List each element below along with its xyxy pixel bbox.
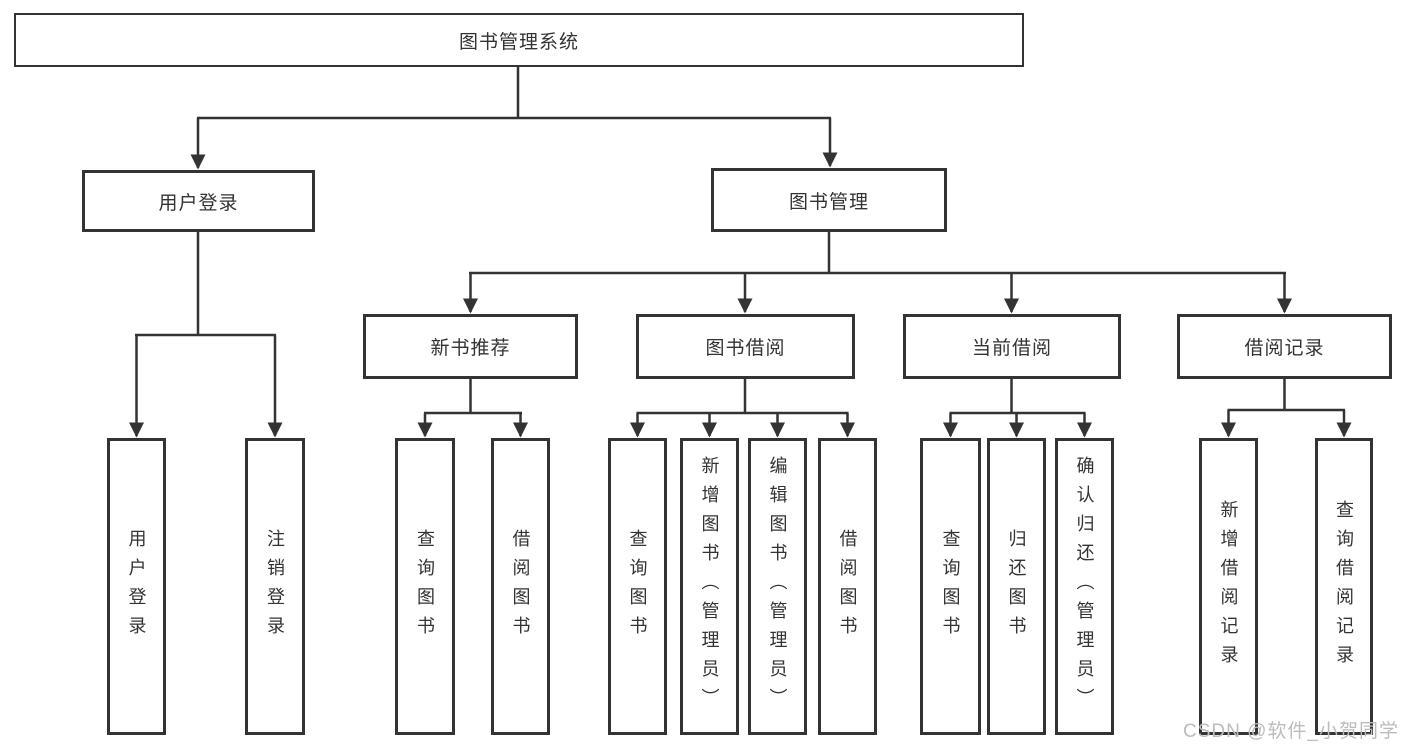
connector-user-login-group	[129, 232, 283, 438]
connector-records-group	[1221, 378, 1352, 438]
node-new-book-recommend-label: 新书推荐	[430, 338, 511, 359]
node-current-borrow-label: 当前借阅	[971, 338, 1052, 359]
connector-new-rec-group	[417, 378, 528, 438]
leaf-borrow-books-recommend: 借阅图书	[491, 438, 550, 735]
leaf-return-book-label: 归还图书	[1006, 528, 1027, 645]
leaf-query-books-recommend-label: 查询图书	[415, 528, 435, 645]
leaf-confirm-return-admin-label: 确认归还（管理员）	[1074, 456, 1095, 717]
node-user-login-label: 用户登录	[158, 192, 239, 214]
leaf-borrow-books-borrow: 借阅图书	[818, 438, 877, 735]
node-book-management: 图书管理	[711, 168, 947, 232]
leaf-borrow-books-borrow-label: 借阅图书	[837, 528, 858, 645]
node-borrow-records-label: 借阅记录	[1244, 338, 1325, 359]
leaf-add-borrow-record: 新增借阅记录	[1199, 438, 1258, 735]
connector-book-mgmt-to-level2	[463, 232, 1292, 314]
leaf-edit-book-admin-label: 编辑图书（管理员）	[767, 456, 788, 717]
leaf-logout-label: 注销登录	[265, 528, 285, 645]
leaf-query-books-current-label: 查询图书	[940, 528, 961, 645]
node-library-system: 图书管理系统	[14, 13, 1024, 67]
leaf-add-borrow-record-label: 新增借阅记录	[1218, 499, 1239, 674]
leaf-query-books-borrow: 查询图书	[608, 438, 667, 735]
leaf-borrow-books-recommend-label: 借阅图书	[510, 528, 531, 645]
node-book-management-label: 图书管理	[788, 191, 869, 213]
leaf-logout: 注销登录	[245, 438, 305, 735]
leaf-add-book-admin-label: 新增图书（管理员）	[699, 456, 720, 717]
leaf-edit-book-admin: 编辑图书（管理员）	[748, 438, 807, 735]
node-user-login: 用户登录	[82, 170, 315, 232]
leaf-return-book: 归还图书	[987, 438, 1046, 735]
csdn-watermark: CSDN @软件_小贺同学	[1183, 721, 1399, 742]
leaf-query-borrow-record-label: 查询借阅记录	[1334, 499, 1354, 674]
connector-current-group	[943, 378, 1092, 438]
node-current-borrow: 当前借阅	[903, 314, 1121, 379]
leaf-confirm-return-admin: 确认归还（管理员）	[1055, 438, 1114, 735]
node-book-borrow: 图书借阅	[636, 314, 855, 379]
connector-root-to-level1	[190, 66, 838, 170]
leaf-query-borrow-record: 查询借阅记录	[1315, 438, 1373, 735]
node-borrow-records: 借阅记录	[1177, 314, 1392, 379]
leaf-query-books-recommend: 查询图书	[395, 438, 455, 735]
node-library-system-label: 图书管理系统	[458, 31, 579, 53]
leaf-add-book-admin: 新增图书（管理员）	[680, 438, 739, 735]
leaf-query-books-current: 查询图书	[920, 438, 981, 735]
leaf-user-login-label: 用户登录	[126, 528, 147, 645]
leaf-query-books-borrow-label: 查询图书	[627, 528, 648, 645]
connector-borrow-group	[630, 378, 855, 438]
leaf-user-login: 用户登录	[107, 438, 166, 735]
node-book-borrow-label: 图书借阅	[705, 338, 786, 359]
node-new-book-recommend: 新书推荐	[363, 314, 578, 379]
